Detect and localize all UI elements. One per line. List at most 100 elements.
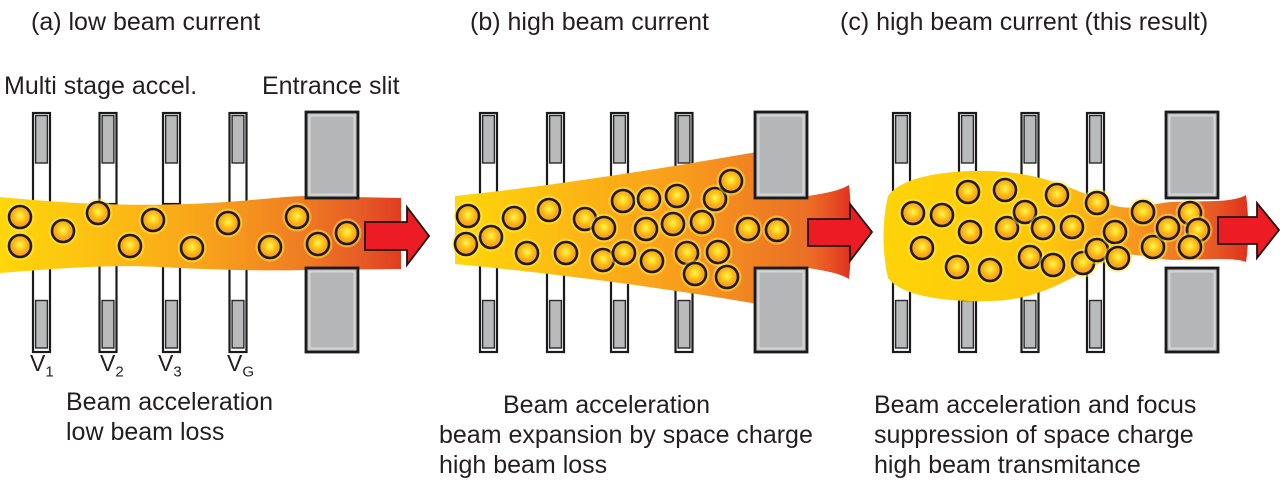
electrode-bottom-plate <box>894 299 909 349</box>
particle-core <box>1102 219 1128 245</box>
panel-a-entrance-slit <box>304 110 360 354</box>
ion-particle <box>898 198 928 228</box>
particle-core <box>1059 214 1085 240</box>
v-base: V <box>158 350 174 376</box>
electrode-top-plate <box>101 114 115 164</box>
accel-electrode <box>161 111 182 354</box>
particle-core <box>85 200 111 226</box>
electrode-bottom-plate <box>34 299 49 349</box>
particle-core <box>478 224 504 250</box>
electrode-label-v1: V1 <box>30 350 54 381</box>
panel-c-caption: Beam acceleration and focus suppression … <box>874 390 1196 480</box>
particle-core <box>929 202 955 228</box>
v-base: V <box>100 350 116 376</box>
ion-particle <box>332 218 362 248</box>
panel-b-entrance-slit <box>753 110 809 354</box>
multi-stage-accel-label: Multi stage accel. <box>4 72 198 100</box>
ion-particle <box>608 186 638 216</box>
ion-particle <box>451 229 481 259</box>
ion-particle <box>907 233 937 263</box>
particle-core <box>117 233 143 259</box>
caption-line: suppression of space charge <box>874 421 1194 449</box>
particle-core <box>610 188 636 214</box>
slit-top-block <box>304 110 360 200</box>
ion-particle <box>990 175 1020 205</box>
particle-core <box>682 261 708 287</box>
panel-a-electrodes <box>31 111 248 354</box>
caption-line: Beam acceleration and focus <box>874 391 1197 419</box>
particle-core <box>664 183 690 209</box>
panel-c-entrance-slit <box>1164 110 1220 354</box>
ion-particle <box>637 246 667 276</box>
v-base: V <box>30 350 46 376</box>
particle-core <box>994 215 1020 241</box>
particle-core <box>992 177 1018 203</box>
particle-core <box>955 179 981 205</box>
particle-core <box>1044 182 1070 208</box>
particle-core <box>1012 199 1038 225</box>
accel-electrode <box>1085 111 1106 354</box>
caption-line: beam expansion by space charge <box>439 421 813 449</box>
particle-core <box>764 217 790 243</box>
ion-particle <box>138 205 168 235</box>
caption-line: Beam acceleration <box>503 391 711 419</box>
particle-core <box>257 234 283 260</box>
beam-exit-arrow-c <box>1217 200 1280 261</box>
particle-core <box>7 233 33 259</box>
electrode-label-vg: VG <box>227 350 254 381</box>
panel-a-particles <box>5 198 362 263</box>
particle-core <box>453 231 479 257</box>
particle-core <box>1030 215 1056 241</box>
ion-particle <box>255 232 285 262</box>
caption-line: low beam loss <box>66 418 225 446</box>
ion-particle <box>955 217 985 247</box>
particle-core <box>1130 199 1156 225</box>
ion-particle <box>1057 212 1087 242</box>
ion-particle <box>589 213 619 243</box>
electrode-top-plate <box>612 114 627 164</box>
particle-core <box>179 235 205 261</box>
electrode-bottom-plate <box>231 299 245 349</box>
particle-core <box>944 254 970 280</box>
particle-core <box>455 203 481 229</box>
electrode-bottom-plate <box>548 299 563 349</box>
ion-particle <box>1175 232 1205 262</box>
electrode-top-plate <box>960 114 975 164</box>
ion-particle <box>687 207 717 237</box>
ion-particle <box>1042 180 1072 210</box>
slit-top-block <box>1164 110 1220 200</box>
slit-top-block <box>753 110 809 200</box>
ion-particle <box>5 202 35 232</box>
particle-core <box>1040 252 1066 278</box>
panel-a-title: (a) low beam current <box>31 8 261 36</box>
ion-particle <box>453 201 483 231</box>
particle-core <box>514 240 540 266</box>
ion-particle <box>1038 250 1068 280</box>
electrode-bottom-plate <box>960 299 975 349</box>
panel-c-title: (c) high beam current (this result) <box>840 8 1209 36</box>
ion-particle <box>213 208 243 238</box>
particle-core <box>909 235 935 261</box>
ion-particle <box>733 214 763 244</box>
ion-particle <box>534 195 564 225</box>
particle-core <box>639 248 665 274</box>
particle-core <box>501 205 527 231</box>
caption-line: high beam loss <box>439 451 608 479</box>
electrode-bottom-plate <box>101 299 115 349</box>
v-sub: G <box>242 363 255 381</box>
particle-core <box>1084 190 1110 216</box>
particle-core <box>689 209 715 235</box>
ion-particle <box>631 214 661 244</box>
beam-exit-arrow-a <box>364 204 431 268</box>
electrode-bottom-plate <box>481 299 496 349</box>
panel-b-caption: Beam acceleration beam expansion by spac… <box>439 390 813 480</box>
electrode-top-plate <box>1023 114 1037 164</box>
electrode-top-plate <box>894 114 909 164</box>
particle-core <box>735 216 761 242</box>
particle-core <box>50 218 76 244</box>
particle-core <box>714 264 740 290</box>
ion-particle <box>703 237 733 267</box>
caption-line: high beam transmitance <box>874 451 1141 479</box>
particle-core <box>636 186 662 212</box>
